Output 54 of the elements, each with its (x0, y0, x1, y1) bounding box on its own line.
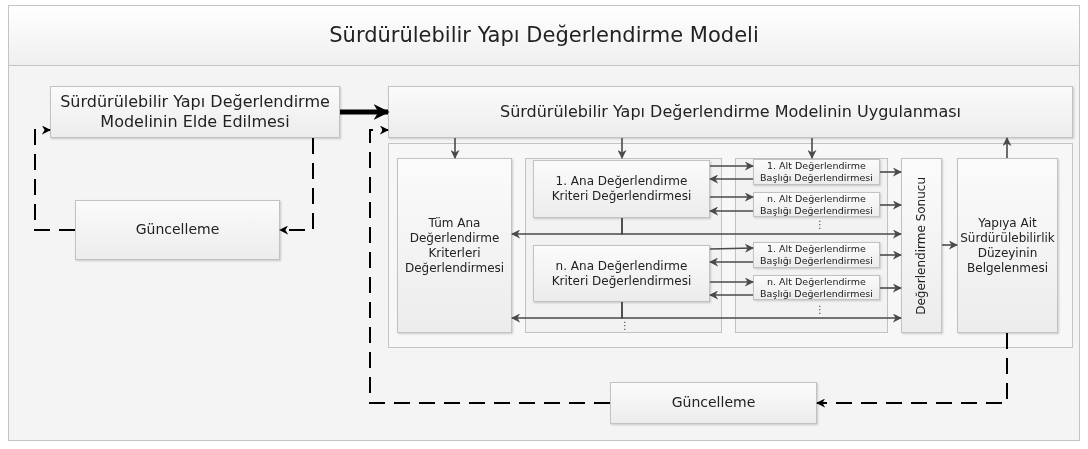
group-panel (525, 158, 722, 333)
ellipsis-mark: ⋮ (620, 321, 630, 331)
node-label: Tüm Ana Değerlendirme Kriterleri Değerlendirmesi (403, 215, 506, 276)
arrow (1002, 137, 1012, 159)
node-label: 1. Alt Değerlendirme Başlığı Değerlendirmesi (759, 243, 874, 267)
process-box (397, 158, 512, 333)
arrow (617, 137, 627, 159)
node-label: Yapıya Ait Sürdürülebilirlik Düzeyinin Belgelenmesi (959, 215, 1056, 276)
arrow (709, 161, 754, 171)
node-label: 1. Ana Değerlendirme Kriteri Değerlendirmesi (550, 174, 693, 204)
arrow (879, 283, 902, 293)
arrow (709, 174, 754, 184)
node-label: n. Alt Değerlendirme Başlığı Değerlendirmesi (759, 275, 874, 300)
process-box (957, 158, 1058, 333)
arrow (621, 301, 902, 323)
group-panel (735, 158, 888, 333)
arrow (879, 250, 902, 260)
node-label: Güncelleme (134, 221, 221, 239)
process-box (75, 200, 280, 260)
arrow (709, 277, 754, 287)
arrow (807, 137, 817, 159)
process-box (753, 159, 880, 185)
arrow (816, 332, 1008, 408)
process-box (388, 86, 1073, 138)
arrow (941, 240, 958, 250)
arrow (279, 137, 314, 235)
node-label: Sürdürülebilir Yapı Değerlendirme Modelinin Elde Edilmesi (59, 92, 331, 132)
arrow (621, 217, 902, 239)
node-label: n. Ana Değerlendirme Kriteri Değerlendirmesi (550, 258, 693, 289)
process-box (533, 160, 710, 218)
arrow (709, 192, 754, 202)
node-label: 1. Alt Değerlendirme Başlığı Değerlendirmesi (759, 160, 874, 184)
arrow (879, 167, 902, 177)
process-box (901, 158, 942, 333)
arrow (369, 125, 611, 404)
diagram-title: Sürdürülebilir Yapı Değerlendirme Modeli (329, 22, 759, 49)
arrow (34, 125, 76, 231)
arrow (450, 137, 460, 159)
arrow (709, 290, 754, 300)
process-box (533, 245, 710, 302)
node-label: Güncelleme (670, 394, 757, 412)
arrow (709, 257, 754, 267)
node-label: n. Alt Değerlendirme Başlığı Değerlendirmesi (759, 192, 874, 217)
arrow (879, 200, 902, 210)
arrow (340, 104, 390, 120)
node-label: Değerlendirme Sonucu (914, 175, 929, 317)
ellipsis-mark: ⋮ (815, 305, 825, 315)
process-box (753, 242, 880, 268)
arrow (709, 243, 754, 253)
arrow (709, 206, 754, 216)
ellipsis-mark: ⋮ (815, 220, 825, 230)
node-label: Sürdürülebilir Yapı Değerlendirme Modelinin Uygulanması (498, 102, 962, 122)
process-box (50, 86, 340, 138)
process-box (610, 382, 817, 424)
